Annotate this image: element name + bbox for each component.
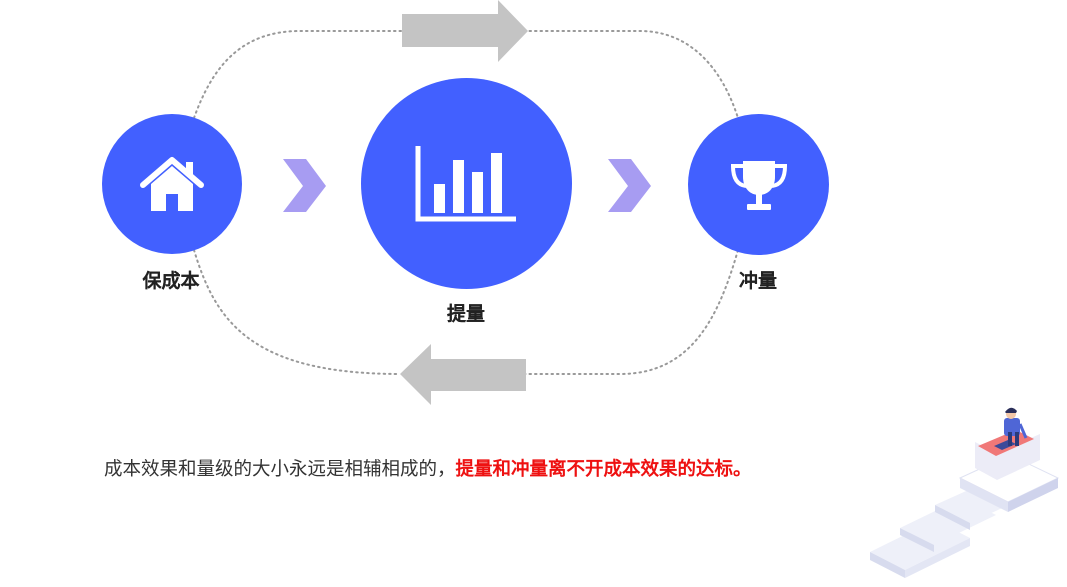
node-label-push: 冲量 [738, 270, 778, 292]
node-label-cost: 保成本 [142, 270, 200, 292]
caption-normal: 成本效果和量级的大小永远是相辅相成的， [104, 459, 456, 480]
bar-chart-icon [415, 145, 516, 221]
trophy-icon [730, 160, 787, 210]
bottom-cycle-arrow [400, 344, 526, 405]
node-circle-push [688, 114, 829, 255]
isometric-person-illustration [870, 407, 1060, 578]
caption-highlight: 提量和冲量离不开成本效果的达标。 [455, 459, 752, 480]
chevron-right-icon [608, 159, 651, 212]
node-circle-cost [102, 114, 242, 254]
chevron-right-icon [283, 159, 326, 212]
dotted-cycle-path [193, 30, 739, 375]
caption-text: 成本效果和量级的大小永远是相辅相成的，提量和冲量离不开成本效果的达标。 [104, 455, 752, 481]
top-cycle-arrow [402, 0, 528, 62]
node-circle-volume [361, 78, 572, 289]
node-label-volume: 提量 [446, 303, 486, 325]
house-icon [140, 157, 204, 211]
